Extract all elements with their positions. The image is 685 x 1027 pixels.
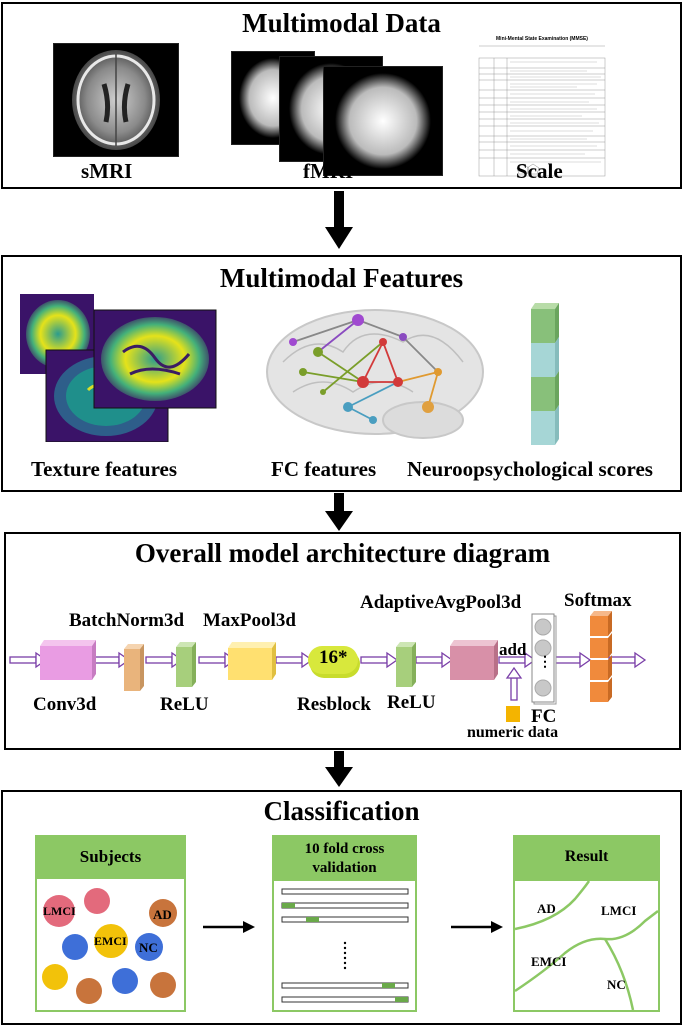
panel-title: Multimodal Features [219,263,464,293]
result-region-lmci: LMCI [601,903,637,918]
mmse-document: Mini-Mental State Examination (MMSE) [477,34,607,177]
subjects-card: Subjects LMCI AD EMCI NC [35,835,186,1012]
softmax-label: Softmax [564,590,632,611]
resblock-count: 16* [319,647,348,668]
smri-label: sMRI [81,159,133,183]
smri-image [53,43,179,157]
adaptive-pool-label: AdaptiveAvgPool3d [360,592,522,613]
add-label: add [499,640,527,659]
fc-dots: ⋮ [538,655,552,670]
texture-feature-images [20,294,217,442]
numeric-data-label: numeric data [467,724,559,741]
right-arrow-1 [203,921,255,933]
result-region-nc: NC [607,977,626,992]
panel-title: Multimodal Data [242,8,441,38]
relu-label-1: ReLU [160,694,209,715]
right-arrow-2 [451,921,503,933]
neuro-scores-label: Neuroopsychological scores [407,457,653,481]
batchnorm-label: BatchNorm3d [69,610,185,631]
classification-panel: Classification Subjects LMCI AD EMCI NC … [1,790,682,1025]
subjects-header: Subjects [37,837,184,879]
fc-label: FC [531,706,557,727]
multimodal-features-panel: Multimodal Features Texture features [1,255,682,492]
result-boundaries [515,881,658,1010]
down-arrow-3 [325,751,353,787]
panel-title: Classification [263,796,420,826]
fc-brain-network [266,309,484,439]
texture-features-label: Texture features [31,457,178,481]
mmse-document-title: Mini-Mental State Examination (MMSE) [496,36,588,42]
scale-label: Scale [516,159,563,183]
down-arrow-1 [325,191,353,249]
pipeline-diagram [9,611,646,722]
fmri-label: fMRI [303,159,354,183]
cv-card: 10 fold cross validation [272,835,417,1012]
subject-label-nc: NC [139,940,158,955]
result-header: Result [515,837,658,881]
multimodal-data-panel: Multimodal Data sMRI fMRI Mini-Mental St… [1,2,682,189]
score-cubes [531,303,559,445]
fc-features-label: FC features [271,457,377,481]
subject-label-emci: EMCI [94,934,127,948]
maxpool-label: MaxPool3d [203,610,296,631]
panel-title: Overall model architecture diagram [134,538,551,568]
result-region-emci: EMCI [531,954,567,969]
cv-header: 10 fold cross validation [274,837,415,881]
subject-label-ad: AD [153,907,172,922]
conv3d-label: Conv3d [33,694,97,715]
fmri-image-3 [323,66,443,176]
model-architecture-panel: Overall model architecture diagram [4,532,681,750]
subject-label-lmci: LMCI [43,904,76,918]
cv-fold-bars [281,888,409,1003]
down-arrow-2 [325,493,353,531]
subject-circles [42,888,177,1004]
result-region-ad: AD [537,901,556,916]
relu-label-2: ReLU [387,692,436,713]
result-card: Result AD LMCI EMCI NC [513,835,660,1012]
resblock-label: Resblock [297,694,371,715]
